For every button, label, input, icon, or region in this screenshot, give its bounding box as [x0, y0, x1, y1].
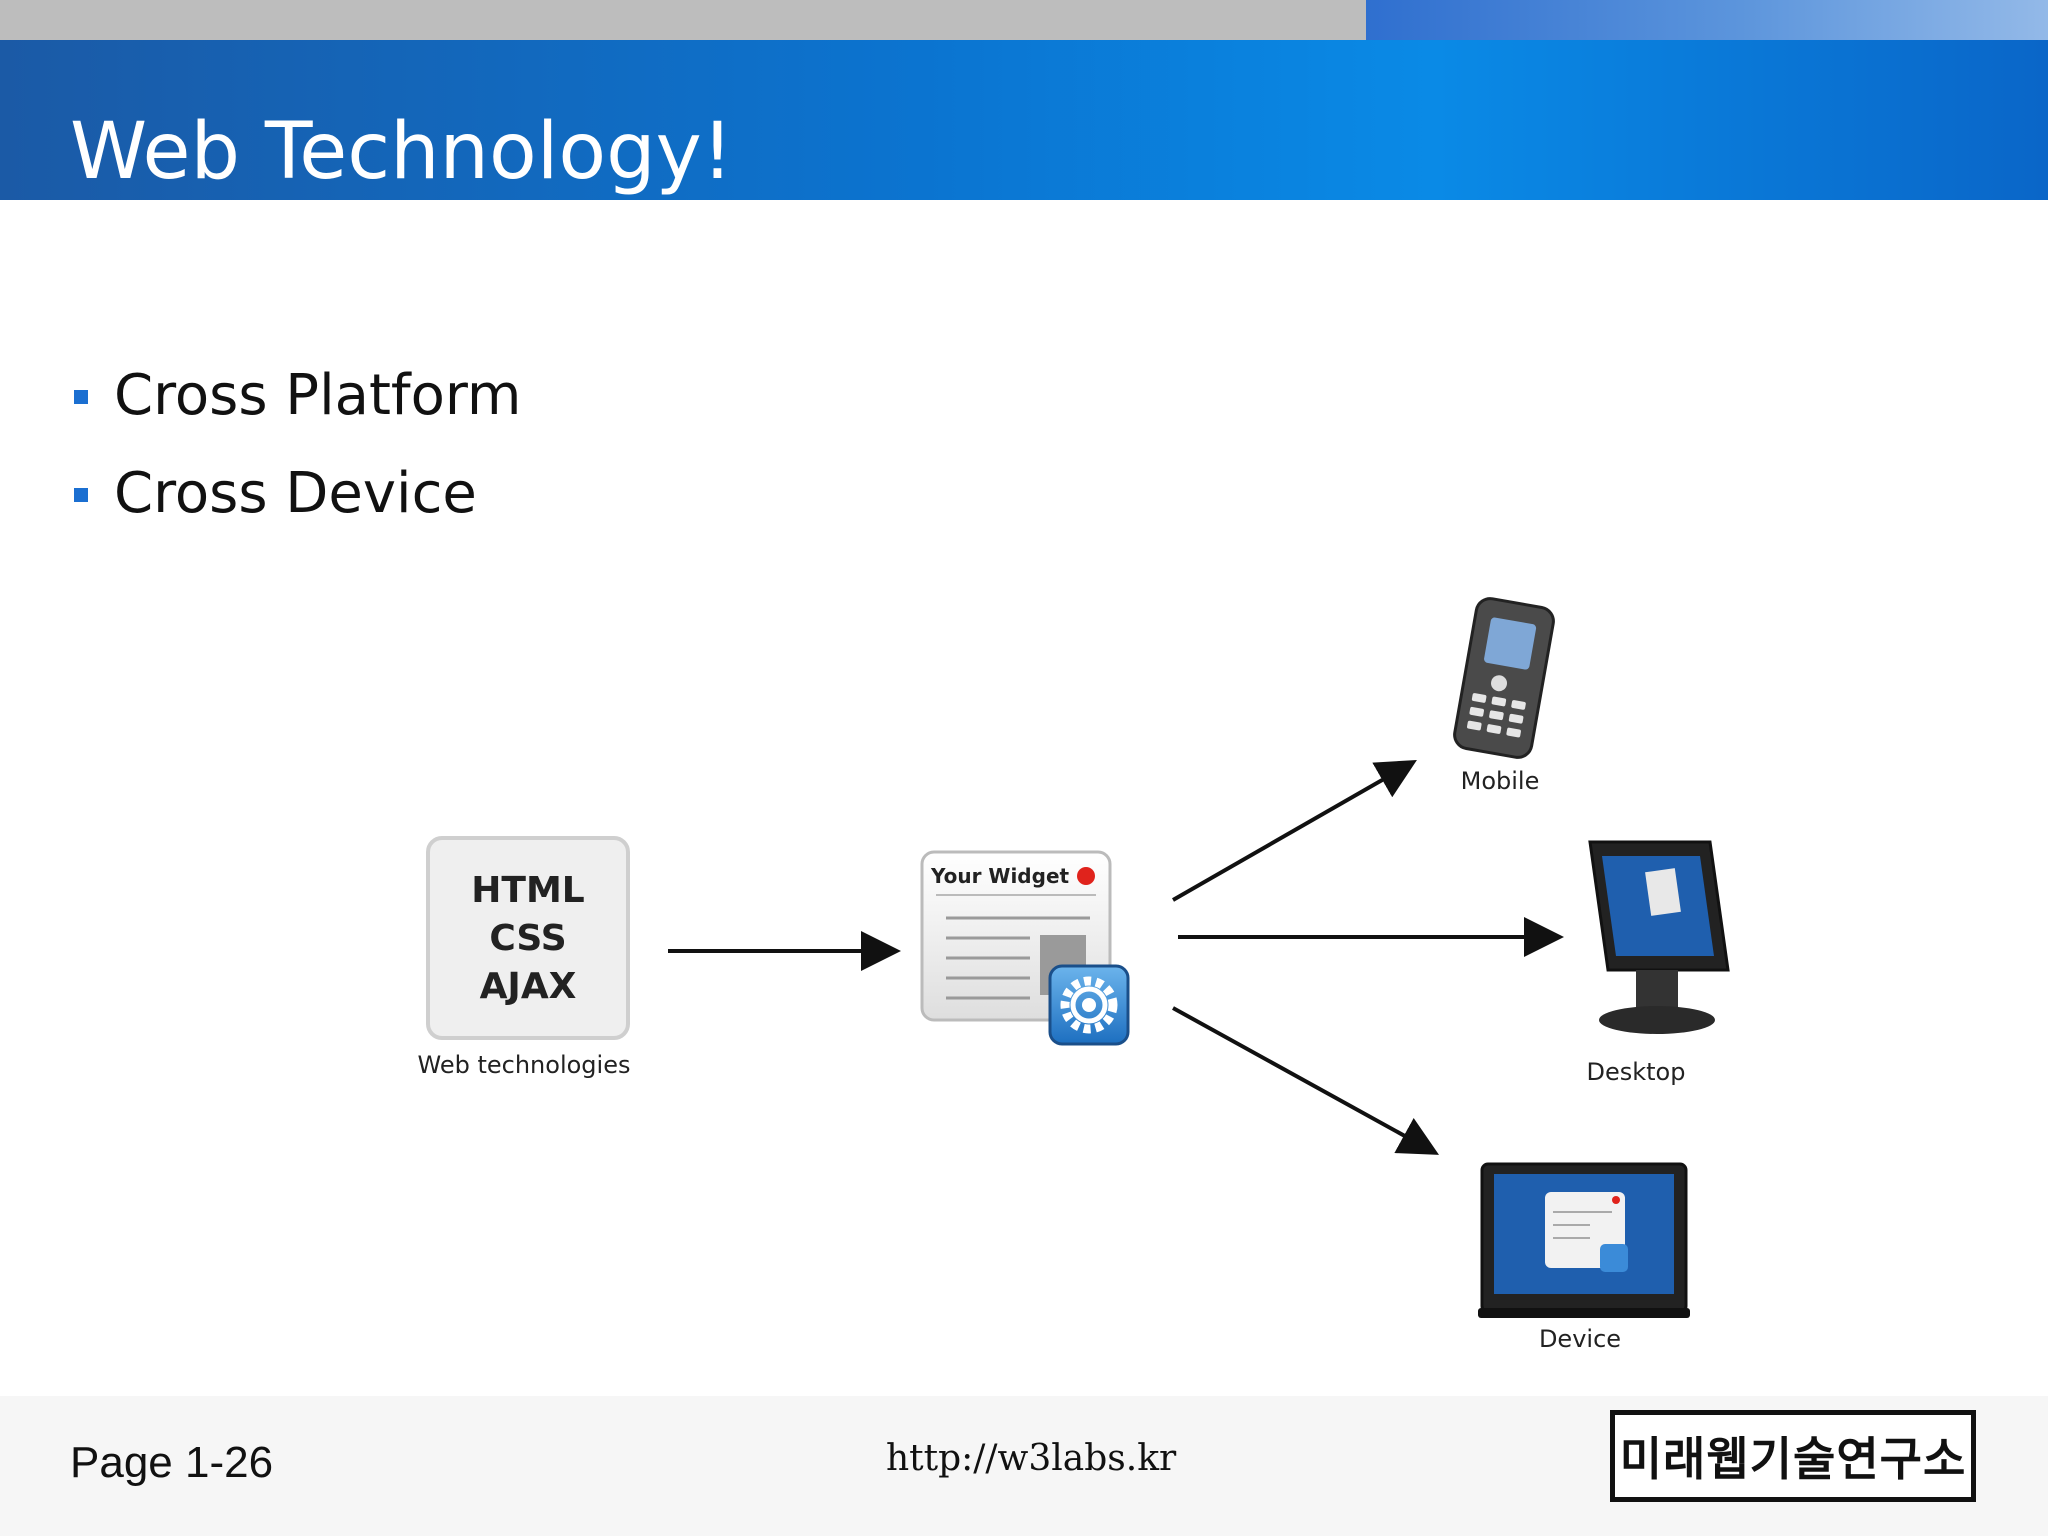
footer-url: http://w3labs.kr — [886, 1438, 1177, 1479]
source-line-ajax: AJAX — [480, 966, 577, 1007]
cross-device-diagram: HTML CSS AJAX Web technologies Your Widg… — [418, 597, 1730, 1353]
widget-title: Your Widget — [930, 864, 1070, 888]
widget-close-dot — [1077, 867, 1095, 885]
top-decorative-strip — [0, 0, 2048, 40]
target-label-device: Device — [1539, 1325, 1621, 1353]
web-technologies-box: HTML CSS AJAX — [426, 836, 630, 1040]
footer-bar: Page 1-26 http://w3labs.kr 미래웹기술연구소 — [0, 1396, 2048, 1536]
gear-icon — [1048, 964, 1130, 1046]
bullet-marker — [74, 390, 88, 404]
source-caption: Web technologies — [418, 1051, 631, 1079]
arrow-to-mobile — [1172, 760, 1417, 902]
bullet-text: Cross Platform — [114, 363, 522, 428]
target-label-mobile: Mobile — [1461, 767, 1540, 795]
page-number: Page 1-26 — [70, 1438, 274, 1487]
desktop-monitor-icon — [1588, 840, 1730, 1034]
top-strip-blue — [1366, 0, 2048, 40]
arrow-to-device — [1172, 1006, 1440, 1155]
source-line-html: HTML — [471, 870, 584, 911]
institute-logo: 미래웹기술연구소 — [1610, 1410, 1976, 1502]
title-bar: Web Technology! — [0, 40, 2048, 200]
slide-title: Web Technology! — [70, 107, 734, 197]
bullet-marker — [74, 488, 88, 502]
source-line-css: CSS — [489, 918, 566, 959]
top-strip-gray — [0, 0, 1366, 40]
mobile-phone-icon — [1453, 597, 1555, 759]
bullet-text: Cross Device — [114, 461, 477, 526]
device-tv-icon — [1478, 1162, 1690, 1318]
target-label-desktop: Desktop — [1587, 1058, 1686, 1086]
